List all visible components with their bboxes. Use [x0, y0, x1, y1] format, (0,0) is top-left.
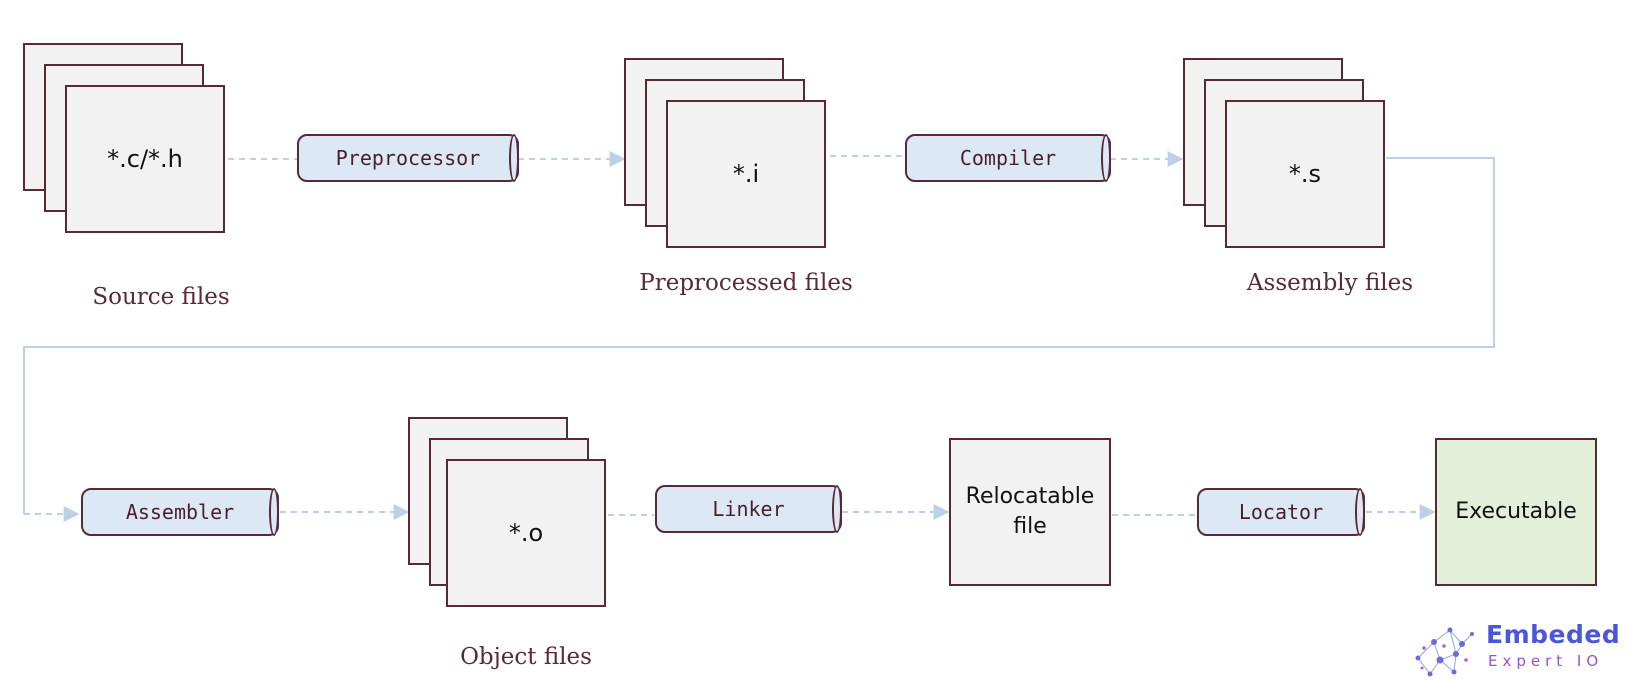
logo-subtitle: Expert IO	[1488, 652, 1604, 670]
executable-label: Executable	[1455, 499, 1577, 525]
preprocessor-tool: Preprocessor	[297, 134, 519, 182]
assembler-tool: Assembler	[81, 488, 279, 536]
preprocessed-files-extension: *.i	[732, 160, 760, 188]
compiler-tool: Compiler	[905, 134, 1111, 182]
linker-tool: Linker	[655, 485, 842, 533]
assembly-file-page-front: *.s	[1225, 100, 1385, 248]
preprocessed-files-caption: Preprocessed files	[639, 270, 853, 296]
source-files-extension: *.c/*.h	[107, 145, 183, 173]
executable-box: Executable	[1435, 438, 1597, 586]
connector-assembly-return-line	[23, 157, 1495, 514]
network-globe-icon	[1415, 627, 1474, 677]
preprocessed-file-page-front: *.i	[666, 100, 826, 248]
assembly-files-caption: Assembly files	[1246, 270, 1414, 296]
logo-name: Embeded	[1486, 620, 1621, 649]
relocatable-file-box: Relocatable file	[949, 438, 1111, 586]
embeded-expert-io-logo: Embeded Expert IO	[1410, 620, 1640, 680]
object-files-caption: Object files	[460, 644, 592, 670]
object-files-extension: *.o	[508, 519, 544, 547]
source-files-caption: Source files	[92, 284, 230, 310]
source-file-page-front: *.c/*.h	[65, 85, 225, 233]
object-file-page-front: *.o	[446, 459, 606, 607]
assembly-files-extension: *.s	[1288, 160, 1322, 188]
relocatable-file-label: Relocatable file	[965, 484, 1095, 539]
locator-tool: Locator	[1197, 488, 1365, 536]
